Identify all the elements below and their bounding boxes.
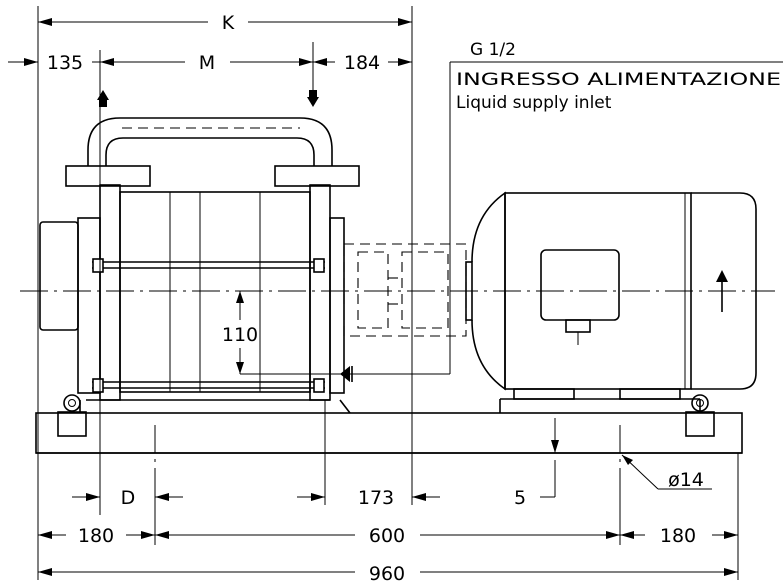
dim-960-label: 960 [369,563,405,584]
dim-K: K [38,12,412,34]
dim-D-label: D [121,487,136,509]
dim-row-top: 135 M 184 [8,52,412,74]
note-thread: G 1/2 [470,40,516,60]
dim-180-left-label: 180 [78,525,114,547]
dim-5-label: 5 [514,487,526,509]
dim-110: 110 [222,291,258,374]
coupling [343,243,473,337]
dim-row-base: 180 600 180 [38,525,738,547]
note-line-2: Liquid supply inlet [456,93,612,113]
dim-173-label: 173 [358,487,394,509]
extension-lines [37,6,739,580]
dim-180-right-label: 180 [660,525,696,547]
base-plate [35,412,743,470]
dim-184-label: 184 [344,52,380,74]
dim-hole-label: ø14 [668,469,704,491]
anchor-bolt-left [57,394,87,437]
dim-110-label: 110 [222,324,258,346]
liquid-inlet-note: G 1/2 INGRESSO ALIMENTAZIONE Liquid supp… [240,40,783,382]
dim-row-middle: D 173 5 ø14 [72,418,712,509]
inlet-arrows [97,90,319,107]
motor [471,191,757,413]
dim-K-label: K [222,12,235,34]
dim-M-label: M [199,52,215,74]
dim-960: 960 [38,563,738,584]
dim-135-label: 135 [47,52,83,74]
note-line-1: INGRESSO ALIMENTAZIONE [456,70,781,90]
pump-body [39,117,360,414]
dim-600-label: 600 [369,525,405,547]
